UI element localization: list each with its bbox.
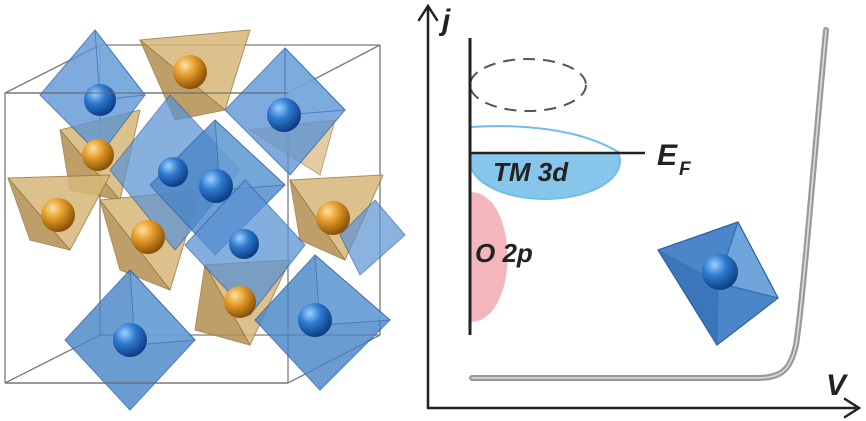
atom-orange [224,286,256,318]
atom-blue [702,254,738,290]
atom-blue [267,98,301,132]
tm-3d-label: TM 3d [493,157,569,187]
x-axis-label: V [826,369,849,402]
o-2p-band [470,192,508,322]
atom-orange [131,220,165,254]
atom-orange [82,139,114,171]
fermi-level-label: E F [657,139,692,180]
atom-orange [41,198,75,232]
empty-state-outline [469,58,587,112]
fermi-level-subscript: F [679,159,692,180]
octahedron-illustration [657,221,779,346]
atom-blue [84,84,116,116]
atom-blue [298,303,332,337]
unit-cell-front [5,92,288,384]
o-2p-label: O 2p [475,238,533,268]
atom-blue [229,229,259,259]
fermi-level-symbol: E [657,139,678,172]
atom-blue [113,323,147,357]
atom-blue [199,169,233,203]
plot-axes [417,3,862,419]
y-axis-label: j [438,4,451,37]
jv-curve [469,27,829,381]
crystal-structure [4,29,406,411]
tm-band-upper-arc [469,125,621,154]
x-axis-arrow [843,397,862,419]
octahedron [339,199,406,276]
atom-blue [158,157,188,187]
atoms [41,55,350,357]
jv-curve-highlight [471,29,827,379]
atom-orange [173,55,207,89]
y-axis-arrow [417,3,439,22]
band-diagram: TM 3d O 2p E F j V [417,3,862,419]
atom-orange [316,201,350,235]
